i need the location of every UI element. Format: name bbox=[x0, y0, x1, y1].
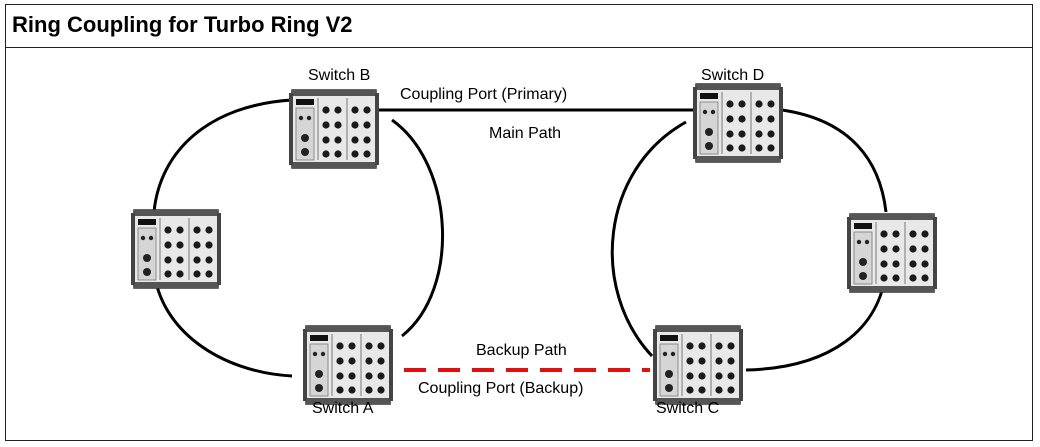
switch-d-label: Switch D bbox=[701, 67, 764, 84]
switch-d-icon bbox=[692, 83, 784, 163]
primary-port-label: Coupling Port (Primary) bbox=[400, 86, 567, 103]
switch-c-label: Switch C bbox=[656, 400, 719, 417]
backup-path-label: Backup Path bbox=[476, 342, 567, 359]
switch-a-label: Switch A bbox=[312, 400, 374, 417]
right-ring-switch-icon bbox=[846, 213, 938, 293]
backup-port-label: Coupling Port (Backup) bbox=[418, 380, 583, 397]
switch-b-icon bbox=[288, 89, 380, 169]
switch-b-label: Switch B bbox=[308, 67, 370, 84]
left-ring-outer-link-top bbox=[152, 98, 293, 213]
main-path-label: Main Path bbox=[489, 125, 561, 142]
left-ring-switch-icon bbox=[130, 209, 222, 289]
title-bar: Ring Coupling for Turbo Ring V2 bbox=[6, 5, 1032, 48]
right-ring-inner-link bbox=[610, 120, 687, 358]
diagram-title: Ring Coupling for Turbo Ring V2 bbox=[12, 12, 353, 37]
switch-c-icon bbox=[652, 325, 744, 405]
left-ring-inner-link bbox=[391, 118, 445, 338]
right-ring-outer-link-top bbox=[781, 108, 888, 213]
switch-a-icon bbox=[302, 325, 394, 405]
left-ring-outer-link-bottom bbox=[152, 269, 293, 378]
